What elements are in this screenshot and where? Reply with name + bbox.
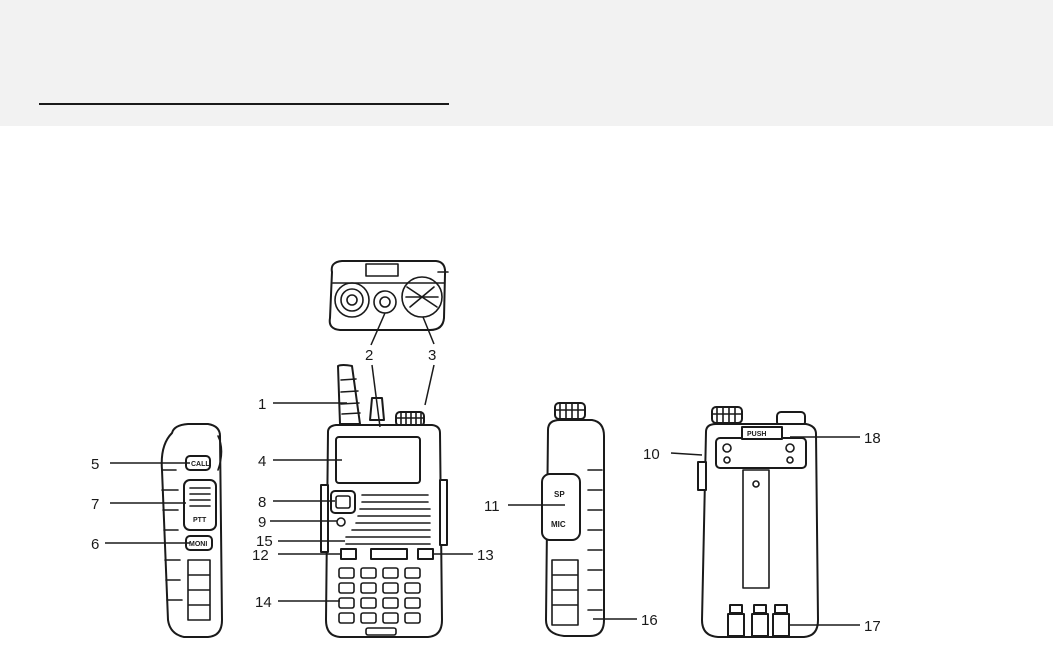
monitor-button-label: MONI xyxy=(189,541,207,548)
top-view xyxy=(330,261,448,330)
front-view xyxy=(321,365,447,637)
callout-9: 9 xyxy=(258,514,266,531)
callout-5: 5 xyxy=(91,456,99,473)
callout-8: 8 xyxy=(258,494,266,511)
callout-10: 10 xyxy=(643,446,660,463)
callout-18: 18 xyxy=(864,430,881,447)
callout-3: 3 xyxy=(428,347,436,364)
back-view: PUSH xyxy=(698,407,818,637)
callout-13: 13 xyxy=(477,547,494,564)
callout-11: 11 xyxy=(484,498,500,515)
right-side-view: SP MIC xyxy=(542,403,604,636)
callout-17: 17 xyxy=(864,618,881,635)
push-latch-label: PUSH xyxy=(747,431,766,438)
callout-6: 6 xyxy=(91,536,99,553)
callout-16: 16 xyxy=(641,612,658,629)
call-button-label: CALL xyxy=(191,461,210,468)
callout-15: 15 xyxy=(256,533,273,550)
callout-14: 14 xyxy=(255,594,272,611)
mic-jack-label: MIC xyxy=(551,520,566,529)
ptt-button-label: PTT xyxy=(193,517,207,524)
speaker-jack-label: SP xyxy=(554,490,565,499)
callout-1: 1 xyxy=(258,396,266,413)
callout-2: 2 xyxy=(365,347,373,364)
callout-7: 7 xyxy=(91,496,99,513)
left-side-view: CALL PTT MONI xyxy=(162,424,222,637)
callout-4: 4 xyxy=(258,453,266,470)
